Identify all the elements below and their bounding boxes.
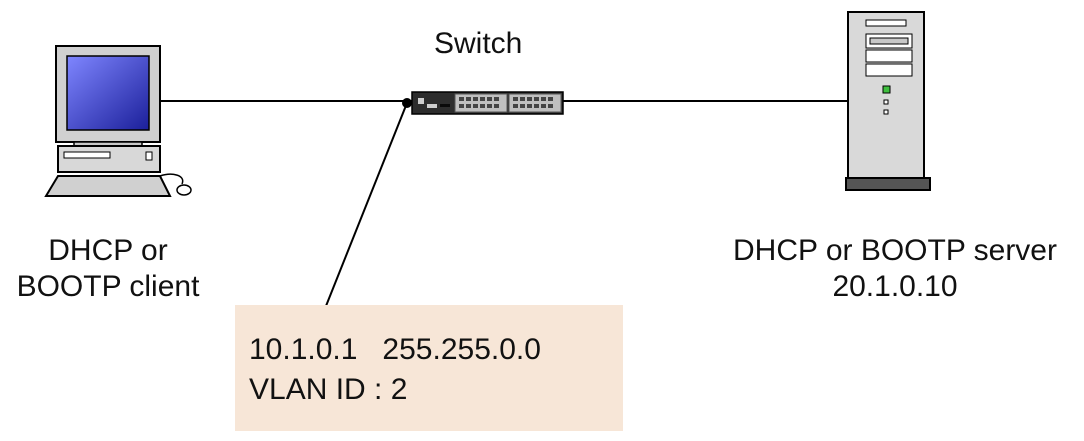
callout-pointer-line <box>325 102 408 307</box>
server-ip-address: 20.1.0.10 <box>832 270 958 303</box>
client-computer-icon <box>44 45 192 197</box>
server-label-line1: DHCP or BOOTP server <box>733 234 1057 267</box>
server-label: DHCP or BOOTP server 20.1.0.10 <box>710 233 1080 305</box>
switch-label: Switch <box>434 27 523 60</box>
interface-info-callout: 10.1.0.1 255.255.0.0 VLAN ID : 2 <box>235 305 623 431</box>
interface-ip-mask: 10.1.0.1 255.255.0.0 <box>249 333 541 366</box>
client-label-line1: DHCP or <box>48 234 168 267</box>
client-label: DHCP or BOOTP client <box>0 233 216 305</box>
server-icon <box>845 11 931 191</box>
client-label-line2: BOOTP client <box>16 270 200 303</box>
switch-interface-dot <box>402 98 412 108</box>
switch-icon <box>411 91 564 115</box>
interface-vlan-id: VLAN ID : 2 <box>249 373 408 406</box>
